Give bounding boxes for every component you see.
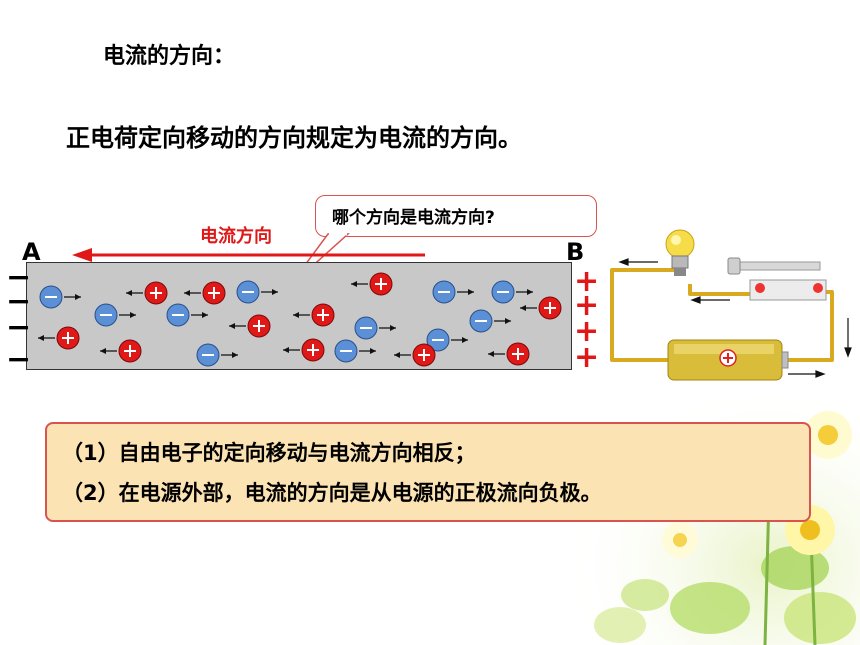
positive-sign: + bbox=[574, 314, 600, 349]
positive-charge bbox=[126, 281, 168, 305]
positive-sign: + bbox=[574, 264, 600, 299]
electron bbox=[334, 339, 376, 363]
negative-sign: − bbox=[6, 342, 32, 377]
slide-heading: 电流的方向： bbox=[103, 44, 236, 69]
positive-charge bbox=[488, 342, 530, 366]
circuit-diagram bbox=[610, 229, 852, 381]
summary-line-1: （1）自由电子的定向移动与电流方向相反； bbox=[62, 441, 476, 465]
electron bbox=[166, 303, 208, 327]
knife-switch-icon bbox=[727, 257, 827, 301]
positive-sign: + bbox=[574, 340, 600, 375]
electron bbox=[354, 316, 396, 340]
summary-box bbox=[45, 422, 811, 522]
positive-charge bbox=[394, 343, 436, 367]
flower-4 bbox=[662, 522, 698, 558]
summary-line-2: （2）在电源外部，电流的方向是从电源的正极流向负极。 bbox=[62, 481, 602, 505]
callout-question: 哪个方向是电流方向? bbox=[332, 208, 495, 228]
question-callout bbox=[315, 195, 597, 237]
positive-charge bbox=[38, 326, 80, 350]
negative-sign: − bbox=[6, 284, 32, 319]
electron bbox=[94, 303, 136, 327]
label-b: B bbox=[566, 238, 585, 266]
battery-icon bbox=[667, 339, 789, 381]
electron bbox=[196, 343, 238, 367]
current-direction-label: 电流方向 bbox=[200, 226, 272, 247]
current-direction-arrow bbox=[72, 248, 425, 262]
flow-arrows bbox=[618, 258, 852, 378]
light-bulb-icon bbox=[665, 229, 695, 276]
positive-charge bbox=[293, 303, 335, 327]
flower-2 bbox=[804, 411, 852, 459]
positive-charge bbox=[100, 339, 142, 363]
negative-sign: − bbox=[6, 260, 32, 295]
electron bbox=[491, 280, 533, 304]
positive-charge bbox=[351, 272, 393, 296]
positive-sign: + bbox=[574, 288, 600, 323]
label-a: A bbox=[22, 238, 41, 266]
charge-particles bbox=[38, 272, 562, 367]
positive-charge bbox=[184, 281, 226, 305]
electron bbox=[426, 328, 468, 352]
positive-charge bbox=[229, 314, 271, 338]
electron bbox=[469, 309, 511, 333]
negative-sign: − bbox=[6, 310, 32, 345]
electron bbox=[236, 280, 278, 304]
definition-text: 正电荷定向移动的方向规定为电流的方向。 bbox=[66, 124, 522, 152]
positive-charge bbox=[283, 338, 325, 362]
electron bbox=[39, 285, 81, 309]
electron bbox=[432, 280, 474, 304]
positive-charge bbox=[520, 296, 562, 320]
